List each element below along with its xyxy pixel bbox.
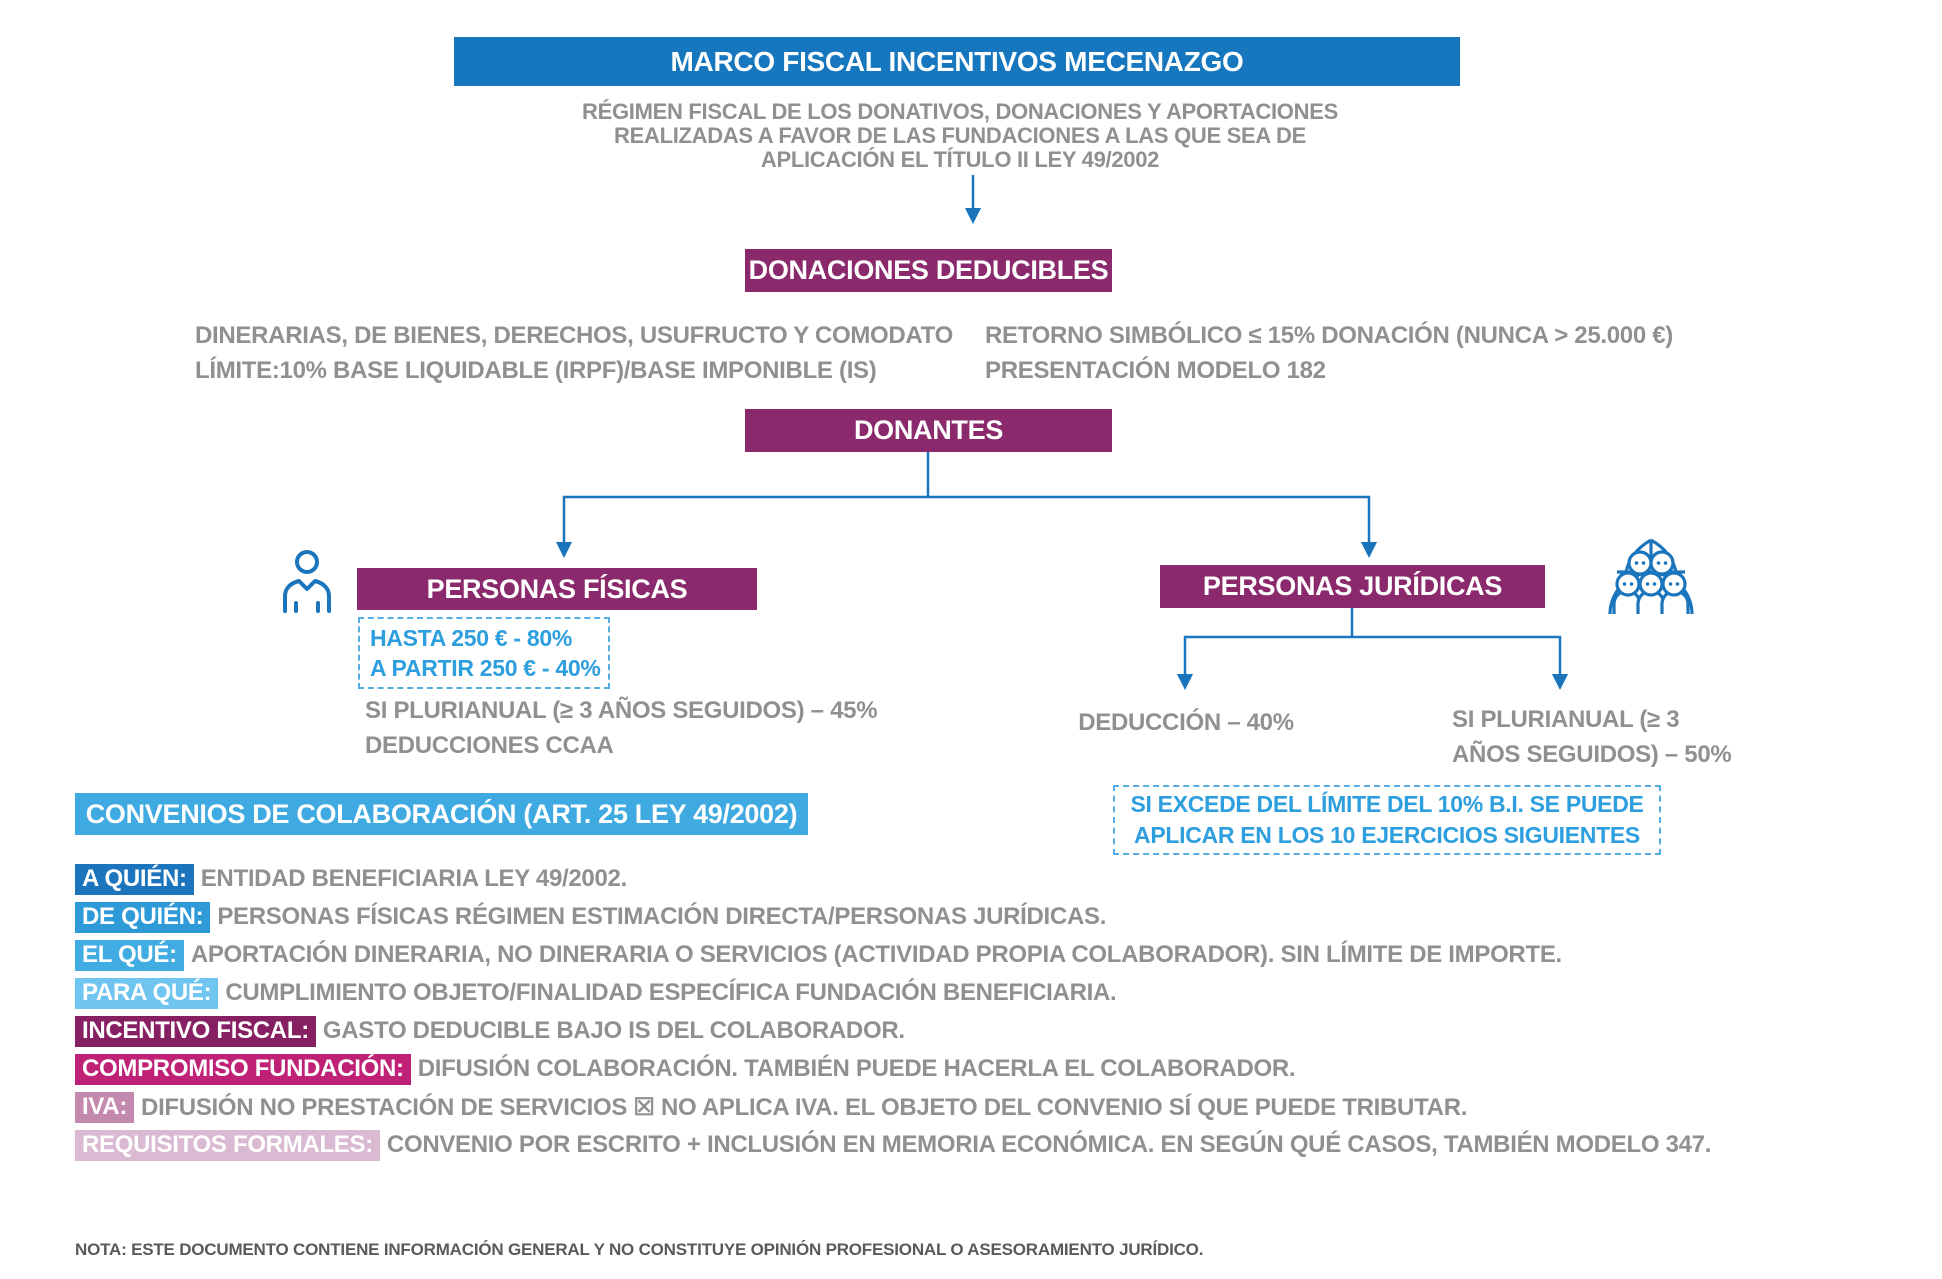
fisicas-highlight-box: HASTA 250 € - 80% A PARTIR 250 € - 40% <box>358 617 610 689</box>
convenios-header: CONVENIOS DE COLABORACIÓN (ART. 25 LEY 4… <box>75 793 808 835</box>
personas-fisicas-label: PERSONAS FÍSICAS <box>426 573 688 604</box>
intro-line: REALIZADAS A FAVOR DE LAS FUNDACIONES A … <box>614 123 1306 148</box>
detail-line: PRESENTACIÓN MODELO 182 <box>985 357 1326 384</box>
convenios-row-label: EL QUÉ: <box>75 939 184 971</box>
donaciones-left-details: DINERARIAS, DE BIENES, DERECHOS, USUFRUC… <box>195 318 995 388</box>
note-line: SI EXCEDE DEL LÍMITE DEL 10% B.I. SE PUE… <box>1130 791 1644 817</box>
detail-line: DEDUCCIÓN – 40% <box>1078 709 1294 736</box>
donaciones-deducibles-box: DONACIONES DEDUCIBLES <box>745 249 1112 292</box>
juridicas-plurianual-text: SI PLURIANUAL (≥ 3 AÑOS SEGUIDOS) – 50% <box>1452 702 1752 772</box>
detail-line: RETORNO SIMBÓLICO ≤ 15% DONACIÓN (NUNCA … <box>985 322 1674 349</box>
donaciones-deducibles-label: DONACIONES DEDUCIBLES <box>748 255 1109 285</box>
convenios-row-label: REQUISITOS FORMALES: <box>75 1129 380 1161</box>
footer-note-text: NOTA: ESTE DOCUMENTO CONTIENE INFORMACIÓ… <box>75 1240 1204 1259</box>
detail-line: AÑOS SEGUIDOS) – 50% <box>1452 741 1732 768</box>
page-title-label: MARCO FISCAL INCENTIVOS MECENAZGO <box>670 45 1244 77</box>
convenios-rows: A QUIÉN:ENTIDAD BENEFICIARIA LEY 49/2002… <box>75 860 1905 1164</box>
convenios-row-text: GASTO DEDUCIBLE BAJO IS DEL COLABORADOR. <box>322 1017 905 1044</box>
convenios-row-text: DIFUSIÓN NO PRESTACIÓN DE SERVICIOS ☒ NO… <box>141 1093 1468 1121</box>
footer-note: NOTA: ESTE DOCUMENTO CONTIENE INFORMACIÓ… <box>75 1240 1675 1260</box>
highlight-line: A PARTIR 250 € - 40% <box>370 655 601 681</box>
detail-line: DEDUCCIONES CCAA <box>365 732 614 759</box>
convenios-row-text: PERSONAS FÍSICAS RÉGIMEN ESTIMACIÓN DIRE… <box>217 903 1107 930</box>
donantes-label: DONANTES <box>853 415 1004 445</box>
convenios-row: REQUISITOS FORMALES:CONVENIO POR ESCRITO… <box>75 1126 1905 1164</box>
note-line: APLICAR EN LOS 10 EJERCICIOS SIGUIENTES <box>1134 822 1640 848</box>
convenios-row: INCENTIVO FISCAL:GASTO DEDUCIBLE BAJO IS… <box>75 1012 1905 1050</box>
juridicas-note-box: SI EXCEDE DEL LÍMITE DEL 10% B.I. SE PUE… <box>1113 785 1661 855</box>
convenios-row: EL QUÉ:APORTACIÓN DINERARIA, NO DINERARI… <box>75 936 1905 974</box>
convenios-row-label: IVA: <box>75 1091 135 1123</box>
convenios-row: COMPROMISO FUNDACIÓN:DIFUSIÓN COLABORACI… <box>75 1050 1905 1088</box>
page-title: MARCO FISCAL INCENTIVOS MECENAZGO <box>454 37 1460 86</box>
convenios-row-text: APORTACIÓN DINERARIA, NO DINERARIA O SER… <box>190 941 1562 968</box>
convenios-row: PARA QUÉ:CUMPLIMIENTO OBJETO/FINALIDAD E… <box>75 974 1905 1012</box>
fisicas-details: SI PLURIANUAL (≥ 3 AÑOS SEGUIDOS) – 45% … <box>365 693 925 763</box>
convenios-row-text: CONVENIO POR ESCRITO + INCLUSIÓN EN MEMO… <box>386 1131 1712 1158</box>
convenios-row-label: DE QUIÉN: <box>75 901 211 933</box>
person-icon <box>281 549 333 618</box>
convenios-header-label: CONVENIOS DE COLABORACIÓN (ART. 25 LEY 4… <box>85 798 798 829</box>
personas-juridicas-label: PERSONAS JURÍDICAS <box>1202 571 1503 601</box>
detail-line: SI PLURIANUAL (≥ 3 AÑOS SEGUIDOS) – 45% <box>365 697 878 724</box>
convenios-row-label: INCENTIVO FISCAL: <box>75 1015 316 1047</box>
highlight-line: HASTA 250 € - 80% <box>370 625 572 651</box>
group-icon <box>1604 536 1698 621</box>
detail-line: SI PLURIANUAL (≥ 3 <box>1452 706 1680 733</box>
personas-juridicas-box: PERSONAS JURÍDICAS <box>1160 565 1545 608</box>
convenios-row-label: A QUIÉN: <box>75 863 194 895</box>
convenios-row-label: PARA QUÉ: <box>75 977 219 1009</box>
convenios-row-text: DIFUSIÓN COLABORACIÓN. TAMBIÉN PUEDE HAC… <box>417 1055 1296 1082</box>
detail-line: DINERARIAS, DE BIENES, DERECHOS, USUFRUC… <box>195 322 953 349</box>
convenios-row-text: ENTIDAD BENEFICIARIA LEY 49/2002. <box>200 865 628 892</box>
intro-line: APLICACIÓN EL TÍTULO II LEY 49/2002 <box>760 147 1160 172</box>
intro-text: RÉGIMEN FISCAL DE LOS DONATIVOS, DONACIO… <box>430 100 1490 172</box>
juridicas-deduccion-text: DEDUCCIÓN – 40% <box>1060 705 1312 740</box>
personas-fisicas-box: PERSONAS FÍSICAS <box>357 568 757 610</box>
intro-line: RÉGIMEN FISCAL DE LOS DONATIVOS, DONACIO… <box>582 99 1338 124</box>
convenios-row: IVA:DIFUSIÓN NO PRESTACIÓN DE SERVICIOS … <box>75 1088 1905 1126</box>
convenios-row-text: CUMPLIMIENTO OBJETO/FINALIDAD ESPECÍFICA… <box>225 979 1117 1006</box>
convenios-row: A QUIÉN:ENTIDAD BENEFICIARIA LEY 49/2002… <box>75 860 1905 898</box>
donantes-box: DONANTES <box>745 409 1112 452</box>
convenios-row: DE QUIÉN:PERSONAS FÍSICAS RÉGIMEN ESTIMA… <box>75 898 1905 936</box>
detail-line: LÍMITE:10% BASE LIQUIDABLE (IRPF)/BASE I… <box>195 357 877 384</box>
donaciones-right-details: RETORNO SIMBÓLICO ≤ 15% DONACIÓN (NUNCA … <box>985 318 1745 388</box>
convenios-row-label: COMPROMISO FUNDACIÓN: <box>75 1053 411 1085</box>
